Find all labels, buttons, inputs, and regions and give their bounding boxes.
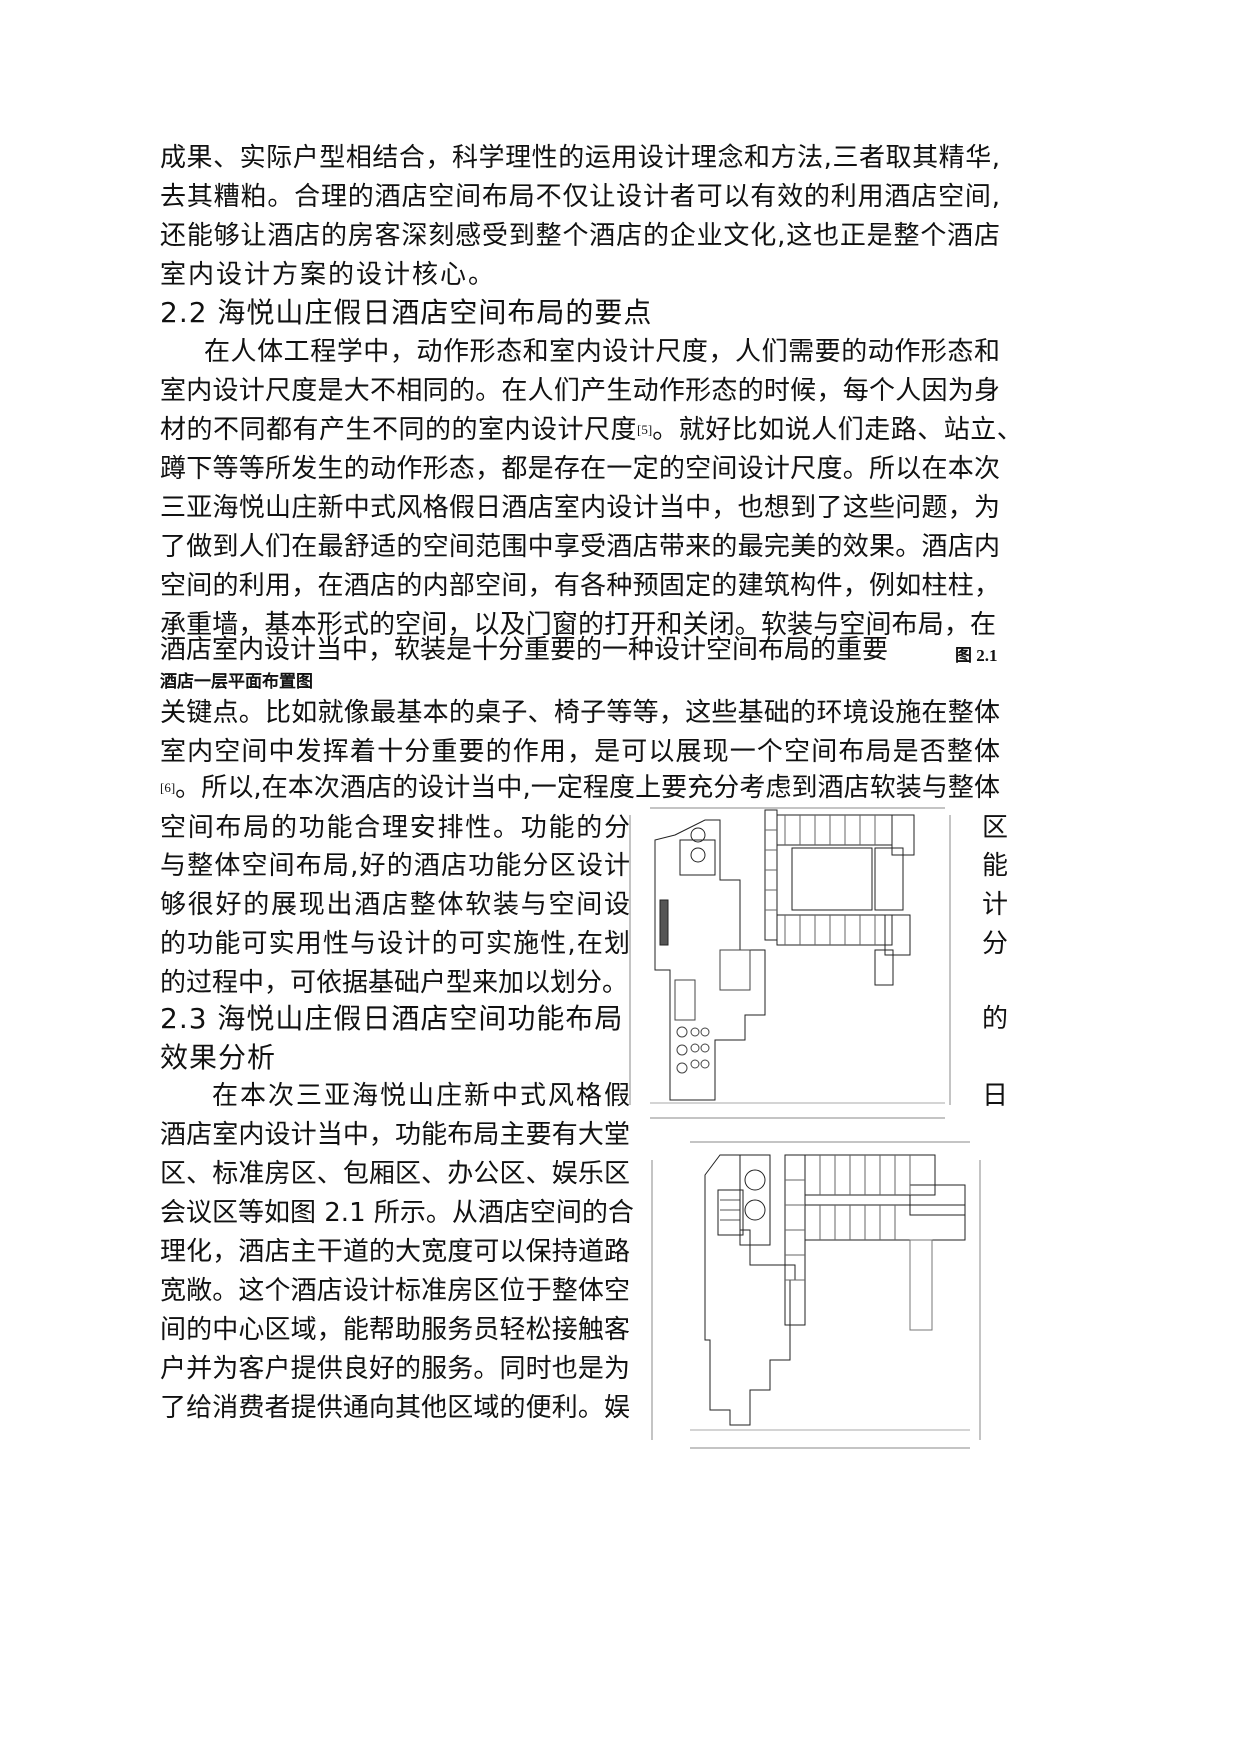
paragraph-line: 了给消费者提供通向其他区域的便利。娱: [160, 1393, 630, 1423]
paragraph-line: 理化，酒店主干道的大宽度可以保持道路: [160, 1237, 630, 1267]
paragraph-line: 与整体空间布局,好的酒店功能分区设计: [160, 851, 630, 881]
paragraph-line: 室内设计尺度是大不相同的。在人们产生动作形态的时候，每个人因为身: [160, 376, 1000, 406]
paragraph-line: 空间的利用，在酒店的内部空间，有各种预固定的建筑构件，例如柱柱，: [160, 571, 1000, 601]
wrapped-char: 的: [982, 1004, 1009, 1034]
paragraph-line: 的功能可实用性与设计的可实施性,在划: [160, 929, 630, 959]
paragraph-line: 去其糟粕。合理的酒店空间布局不仅让设计者可以有效的利用酒店空间,: [160, 182, 1000, 212]
paragraph-line: 间的中心区域，能帮助服务员轻松接触客: [160, 1315, 630, 1345]
text-run: 。就好比如说人们走路、站立、: [652, 415, 1024, 445]
wrapped-char: 日: [982, 1081, 1009, 1111]
section-heading-2-3: 2.3 海悦山庄假日酒店空间功能布局: [160, 1002, 624, 1035]
paragraph-line: 还能够让酒店的房客深刻感受到整个酒店的企业文化,这也正是整个酒店: [160, 221, 1000, 251]
paragraph-line: 宽敞。这个酒店设计标准房区位于整体空: [160, 1276, 630, 1306]
paragraph-line: 蹲下等等所发生的动作形态，都是存在一定的空间设计尺度。所以在本次: [160, 454, 1000, 484]
paragraph-line: 空间布局的功能合理安排性。功能的分: [160, 813, 630, 843]
paragraph-line: 了做到人们在最舒适的空间范围中享受酒店带来的最完美的效果。酒店内: [160, 532, 1000, 562]
floor-plan-upper-level: [651, 1141, 981, 1449]
paragraph-line: 在人体工程学中，动作形态和室内设计尺度，人们需要的动作形态和: [204, 337, 1000, 367]
citation: [5]: [637, 422, 653, 437]
section-heading-2-2: 2.2 海悦山庄假日酒店空间布局的要点: [160, 296, 653, 329]
floor-plan-first-level: [629, 807, 951, 1119]
paragraph-line: 酒店室内设计当中，软装是十分重要的一种设计空间布局的重要: [160, 635, 889, 665]
paragraph-line: 户并为客户提供良好的服务。同时也是为: [160, 1354, 630, 1384]
paragraph-line: 酒店室内设计当中，功能布局主要有大堂: [160, 1120, 630, 1150]
paragraph-line: 材的不同都有产生不同的的室内设计尺度[5]。就好比如说人们走路、站立、: [160, 414, 1023, 446]
figure-title: 酒店一层平面布置图: [160, 672, 313, 691]
text-run: 。所以,在本次酒店的设计当中,一定程度上要充分考虑到酒店软装与整体: [175, 773, 1000, 803]
wrapped-char: 能: [982, 851, 1009, 881]
section-heading-2-3-cont: 效果分析: [160, 1041, 277, 1074]
paragraph-line: 成果、实际户型相结合，科学理性的运用设计理念和方法,三者取其精华,: [160, 143, 1000, 173]
wrapped-char: 计: [982, 890, 1009, 920]
wrapped-char: 区: [982, 813, 1009, 843]
text-run: 材的不同都有产生不同的的室内设计尺度: [160, 415, 638, 445]
paragraph-line: 的过程中，可依据基础户型来加以划分。: [160, 968, 629, 998]
figure-number: 图 2.1: [955, 646, 998, 665]
paragraph-line: 室内设计方案的设计核心。: [160, 260, 497, 290]
paragraph-line: 承重墙，基本形式的空间，以及门窗的打开和关闭。软装与空间布局，在: [160, 610, 996, 640]
paragraph-line: 关键点。比如就像最基本的桌子、椅子等等，这些基础的环境设施在整体: [160, 698, 1000, 728]
paragraph-line: 区、标准房区、包厢区、办公区、娱乐区: [160, 1159, 630, 1189]
paragraph-line: [6]。所以,在本次酒店的设计当中,一定程度上要充分考虑到酒店软装与整体: [160, 772, 1000, 804]
wrapped-char: 分: [982, 929, 1009, 959]
citation: [6]: [160, 780, 176, 795]
paragraph-line: 够很好的展现出酒店整体软装与空间设: [160, 890, 630, 920]
paragraph-line: 室内空间中发挥着十分重要的作用，是可以展现一个空间布局是否整体: [160, 737, 1000, 767]
paragraph-line: 在本次三亚海悦山庄新中式风格假: [212, 1081, 633, 1111]
paragraph-line: 会议区等如图 2.1 所示。从酒店空间的合: [160, 1198, 634, 1228]
paragraph-line: 三亚海悦山庄新中式风格假日酒店室内设计当中，也想到了这些问题，为: [160, 493, 1000, 523]
